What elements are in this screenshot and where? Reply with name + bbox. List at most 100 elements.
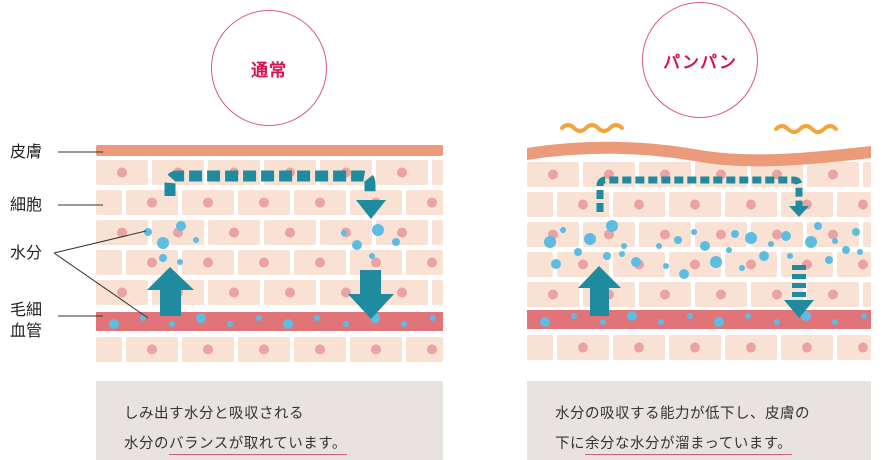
cell-nucleus bbox=[315, 344, 325, 355]
water-drop bbox=[691, 229, 697, 235]
cell bbox=[406, 250, 443, 275]
water-drop bbox=[814, 222, 822, 230]
water-drop bbox=[574, 248, 582, 256]
water-drop bbox=[663, 263, 669, 269]
puffy-panel bbox=[527, 123, 871, 360]
vessel-water-dot bbox=[140, 315, 146, 321]
title-circle-normal: 通常 bbox=[211, 10, 327, 126]
water-drops-puffy bbox=[544, 220, 863, 279]
cell-nucleus bbox=[828, 289, 838, 300]
cell-nucleus bbox=[285, 227, 295, 238]
water-drop bbox=[619, 251, 625, 257]
caption-puffy-line2-prefix: 下に bbox=[555, 436, 585, 452]
cell-nucleus bbox=[746, 342, 756, 353]
cell bbox=[406, 190, 443, 215]
cell bbox=[432, 220, 443, 245]
vessel-water-dot bbox=[540, 317, 550, 327]
cell bbox=[406, 337, 443, 362]
water-drop bbox=[372, 224, 384, 236]
label-leader-lines bbox=[53, 151, 149, 319]
cell bbox=[432, 280, 443, 305]
cell bbox=[527, 252, 553, 277]
vessel-water-dot bbox=[196, 313, 206, 323]
cell-nucleus bbox=[578, 259, 588, 270]
title-circle-puffy: パンパン bbox=[642, 2, 758, 118]
caption-normal-line2-prefix: 水分の bbox=[124, 436, 169, 452]
vessel-water-dot bbox=[256, 315, 262, 321]
cell-nucleus bbox=[371, 344, 381, 355]
vessel-water-dot bbox=[714, 317, 724, 327]
vessel-water-dot bbox=[861, 313, 867, 319]
cell-nucleus bbox=[690, 199, 700, 210]
water-drop bbox=[857, 249, 863, 255]
cell-nucleus bbox=[117, 227, 127, 238]
water-drop bbox=[852, 228, 860, 236]
water-drop bbox=[674, 236, 682, 244]
water-drop bbox=[805, 236, 817, 248]
water-drop bbox=[144, 228, 152, 236]
title-normal: 通常 bbox=[251, 60, 287, 81]
water-flow-path-puffy bbox=[596, 176, 803, 212]
skin-layer-puffy bbox=[527, 141, 871, 167]
cell-nucleus bbox=[660, 229, 670, 240]
water-flow-path-normal bbox=[164, 170, 376, 196]
vessel-water-dot bbox=[314, 315, 320, 321]
cell-nucleus bbox=[548, 169, 558, 180]
cell-nucleus bbox=[690, 342, 700, 353]
cell bbox=[527, 192, 553, 217]
cell bbox=[863, 162, 871, 187]
caption-puffy-line1: 水分の吸収する能力が低下し、皮膚の bbox=[555, 406, 810, 422]
cell-nucleus bbox=[315, 197, 325, 208]
normal-panel bbox=[96, 145, 443, 362]
cell bbox=[863, 282, 871, 307]
water-drop bbox=[768, 241, 774, 247]
seep-down-arrow-normal bbox=[348, 270, 394, 319]
vessel-water-dot bbox=[169, 321, 175, 327]
cell-nucleus bbox=[397, 287, 407, 298]
label-cells: 細胞 bbox=[10, 195, 43, 214]
cell-layer-normal bbox=[96, 160, 443, 362]
water-drop bbox=[726, 247, 732, 253]
cell-nucleus bbox=[229, 287, 239, 298]
cell-nucleus bbox=[203, 257, 213, 268]
cell-nucleus bbox=[147, 344, 157, 355]
cell bbox=[96, 337, 122, 362]
cell-nucleus bbox=[634, 199, 644, 210]
water-drop bbox=[825, 256, 833, 264]
label-capillary-2: 血管 bbox=[10, 321, 43, 340]
water-drop bbox=[193, 237, 199, 243]
water-drop bbox=[710, 256, 722, 268]
water-drop bbox=[731, 230, 739, 238]
vessel-water-dot bbox=[658, 319, 664, 325]
water-drop bbox=[631, 257, 641, 267]
cell-nucleus bbox=[259, 344, 269, 355]
skin-layer-normal bbox=[96, 145, 443, 156]
cell-nucleus bbox=[858, 199, 868, 210]
cell-nucleus bbox=[427, 344, 437, 355]
vessel-water-dot bbox=[227, 321, 233, 327]
cell-nucleus bbox=[802, 342, 812, 353]
title-puffy: パンパン bbox=[663, 52, 737, 73]
water-drop bbox=[787, 253, 793, 259]
cell-nucleus bbox=[147, 257, 157, 268]
label-capillary-1: 毛細 bbox=[10, 300, 43, 319]
cell bbox=[96, 250, 122, 275]
capillary-vessel-puffy bbox=[527, 310, 871, 329]
water-drop bbox=[544, 236, 556, 248]
vessel-water-dot bbox=[343, 321, 349, 327]
water-drop bbox=[177, 259, 183, 265]
vessel-water-dot bbox=[832, 319, 838, 325]
cell-nucleus bbox=[229, 227, 239, 238]
water-drop bbox=[341, 230, 347, 236]
cell-nucleus bbox=[716, 289, 726, 300]
cell-nucleus bbox=[371, 257, 381, 268]
vessel-water-dot bbox=[109, 319, 119, 329]
cell-nucleus bbox=[548, 289, 558, 300]
cell-nucleus bbox=[427, 257, 437, 268]
caption-normal: しみ出す水分と吸収される 水分のバランスが取れています。 bbox=[96, 381, 443, 460]
cell-nucleus bbox=[772, 289, 782, 300]
water-drop bbox=[842, 246, 850, 254]
vessel-water-dot bbox=[430, 315, 436, 321]
cell-nucleus bbox=[716, 229, 726, 240]
